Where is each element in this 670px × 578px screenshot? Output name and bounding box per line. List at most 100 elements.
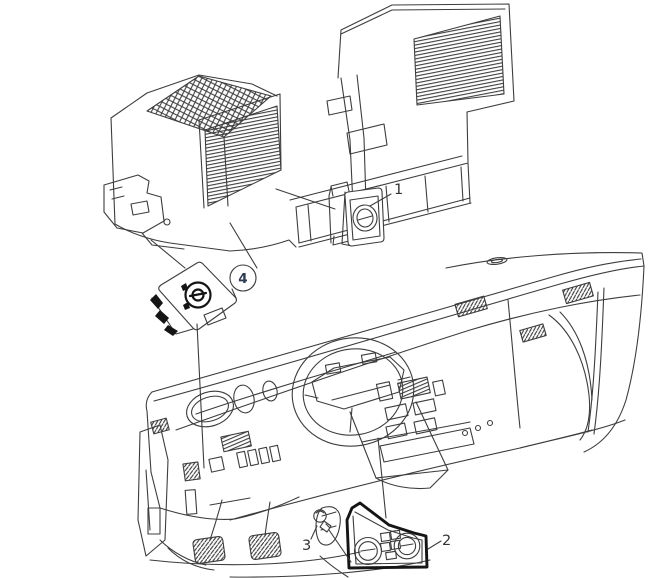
switch-knob-inner: [356, 208, 374, 228]
accelerator-pedal: [315, 506, 341, 546]
knob-tick-lower: [183, 302, 190, 310]
rotary-knob-bar: [188, 291, 208, 298]
speaker-grille: [220, 430, 252, 453]
rear-left-housing-outline: [110, 74, 278, 119]
switch-prong-top: [330, 181, 350, 197]
dash-right-edge: [583, 265, 645, 453]
leader-assembly-to-part4-a: [150, 239, 186, 269]
panel-face: [158, 261, 238, 331]
leader-label3: [310, 525, 318, 540]
panel2-outline: [345, 501, 429, 570]
steering-wheel: [291, 337, 449, 490]
dash-top-edge: [151, 258, 642, 393]
dash-mid-separator: [507, 299, 521, 429]
console-tray: [379, 427, 475, 463]
rear-left-housing-bottom: [114, 223, 297, 252]
rear-small-plate: [346, 123, 388, 155]
leader-assembly-to-badge4: [229, 222, 258, 269]
callout-1[interactable]: 1: [394, 182, 403, 198]
bulb-base: [319, 520, 332, 533]
right-face-line-1: [587, 291, 599, 433]
screw-hole-3: [486, 419, 494, 427]
pedal-arm-clutch: [209, 499, 223, 541]
defroster-vent-2: [562, 281, 594, 305]
callout-2[interactable]: 2: [442, 533, 451, 549]
leader-badge4-to-panel: [231, 288, 237, 299]
leader-lines: [150, 188, 442, 563]
screw-hole-1: [461, 429, 469, 437]
headlight-switch-part-4: [150, 261, 238, 336]
right-face-line-2: [593, 287, 605, 435]
left-switch-hatched: [182, 461, 201, 482]
center-console: [361, 376, 475, 463]
panel2-knob-right: [393, 532, 421, 560]
hub-button-left: [324, 362, 342, 375]
dash-top-edge-inner: [153, 265, 645, 402]
side-vent: [519, 323, 547, 343]
panel2-inner: [352, 511, 423, 565]
leader-label1: [369, 193, 392, 207]
dash-crease-lower: [229, 419, 626, 521]
cowl-line: [445, 252, 645, 269]
leader-label2: [427, 540, 442, 550]
left-slot: [184, 489, 198, 515]
rear-left-bracket: [103, 174, 185, 250]
bulb-highlight: [315, 510, 325, 514]
switch-blank: [208, 456, 225, 473]
defroster-vent-1: [454, 295, 488, 318]
switch-face: [344, 187, 385, 247]
dash-top-handle-inner: [490, 258, 504, 264]
instrument-cluster: [186, 380, 278, 428]
dash-rear-assembly: [103, 3, 515, 252]
screw-hole-2: [474, 424, 482, 432]
dash-left-endcap: [145, 391, 161, 509]
footwell: [137, 424, 431, 578]
wheel-spokes: [304, 376, 411, 433]
callout-4-highlight-badge[interactable]: 4: [229, 264, 257, 292]
switch-bracket: [328, 186, 332, 244]
rear-latch: [326, 95, 353, 116]
rotary-knob: [184, 281, 212, 309]
bulb-glass: [313, 509, 327, 523]
rear-grille-panel-right: [413, 15, 505, 106]
rear-tower-base: [466, 111, 469, 163]
steering-column: [349, 401, 449, 479]
left-dash-face: [159, 430, 300, 520]
kick-panel: [137, 424, 169, 557]
dashboard-front-assembly: [137, 252, 645, 578]
panel-edge-rib-1: [150, 294, 163, 309]
panel-small-rect: [203, 307, 227, 326]
dash-crease-upper: [175, 294, 641, 431]
console-grille: [397, 376, 431, 400]
kick-panel-slot: [147, 507, 161, 535]
rear-grille-frame: [198, 93, 282, 209]
switch-face-inner: [349, 195, 381, 241]
callout-4-ring[interactable]: [229, 264, 257, 292]
glovebox-arc-outer: [548, 314, 591, 441]
panel-edge-rib-2: [155, 310, 169, 324]
harness-line-2: [159, 539, 207, 566]
brake-pedal: [248, 531, 282, 561]
switch-part-1: [328, 181, 385, 247]
control-panel-part-2: [345, 501, 429, 570]
switch-knob-bar: [357, 215, 373, 221]
hub-button-right: [360, 352, 378, 365]
harness-line-1: [167, 547, 215, 571]
dash-lower-right-edge: [519, 429, 593, 449]
pedal-arm-brake: [264, 501, 271, 537]
rear-tower-inner-top: [340, 8, 506, 35]
rear-tower-outline: [337, 3, 515, 113]
leader-bulb-to-panel: [328, 529, 352, 563]
rear-left-housing-left-edge: [110, 117, 116, 225]
panel-edge-rib-3: [164, 325, 178, 336]
callout-3[interactable]: 3: [302, 538, 311, 554]
steering-hub: [311, 356, 405, 410]
leader-part4-to-dash: [196, 323, 205, 469]
column-cover: [375, 469, 449, 490]
dash-top-handle: [486, 256, 508, 266]
callout-4[interactable]: 4: [238, 271, 247, 287]
bulb-part-3: [313, 509, 332, 533]
switch-knob: [352, 204, 378, 232]
